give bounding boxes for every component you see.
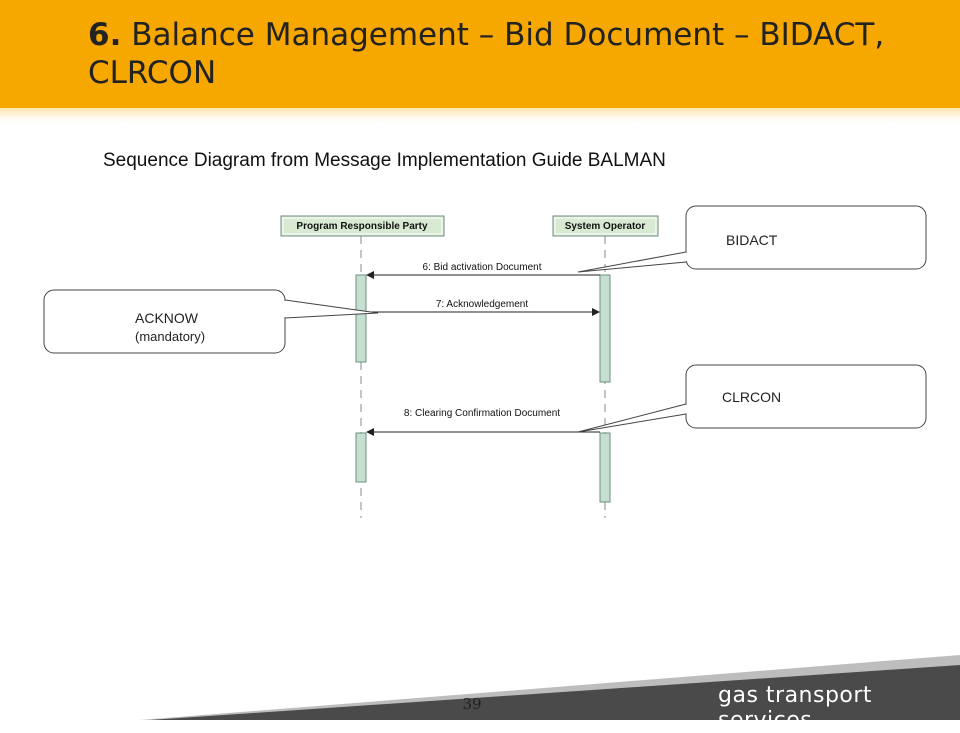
message-label-acknowledgement: 7: Acknowledgement [436,299,529,310]
slide-title: 6. Balance Management – Bid Document – B… [88,16,908,92]
slide-title-text: Balance Management – Bid Document – BIDA… [88,17,885,91]
participant-system-operator: System Operator [552,215,659,237]
callout-clrcon-label: CLRCON [722,389,781,405]
page-number: 39 [462,695,482,713]
participant-program-responsible-party: Program Responsible Party [280,215,445,237]
callout-acknow-sublabel: (mandatory) [135,329,205,344]
activation-so-2 [599,432,611,503]
activation-prp-1 [355,274,367,363]
slide-subtitle: Sequence Diagram from Message Implementa… [103,150,666,171]
slide-title-number: 6. [88,17,122,53]
callout-acknow-label: ACKNOW [135,310,199,326]
activation-so-1 [599,274,611,383]
callout-clrcon: CLRCON [577,364,927,433]
message-label-clearing-confirmation: 8: Clearing Confirmation Document [404,408,560,419]
title-bar [0,0,960,108]
callout-bidact: BIDACT [577,205,927,273]
callout-bidact-label: BIDACT [726,232,778,248]
callout-acknow: ACKNOW (mandatory) [43,289,379,354]
activation-prp-2 [355,432,367,483]
participant-label-so: System Operator [565,221,646,232]
participant-label-prp: Program Responsible Party [296,221,428,232]
title-bar-shadow [0,108,960,122]
message-label-bid-activation: 6: Bid activation Document [423,262,542,273]
brand-logo-text: gas transport services [718,683,873,733]
